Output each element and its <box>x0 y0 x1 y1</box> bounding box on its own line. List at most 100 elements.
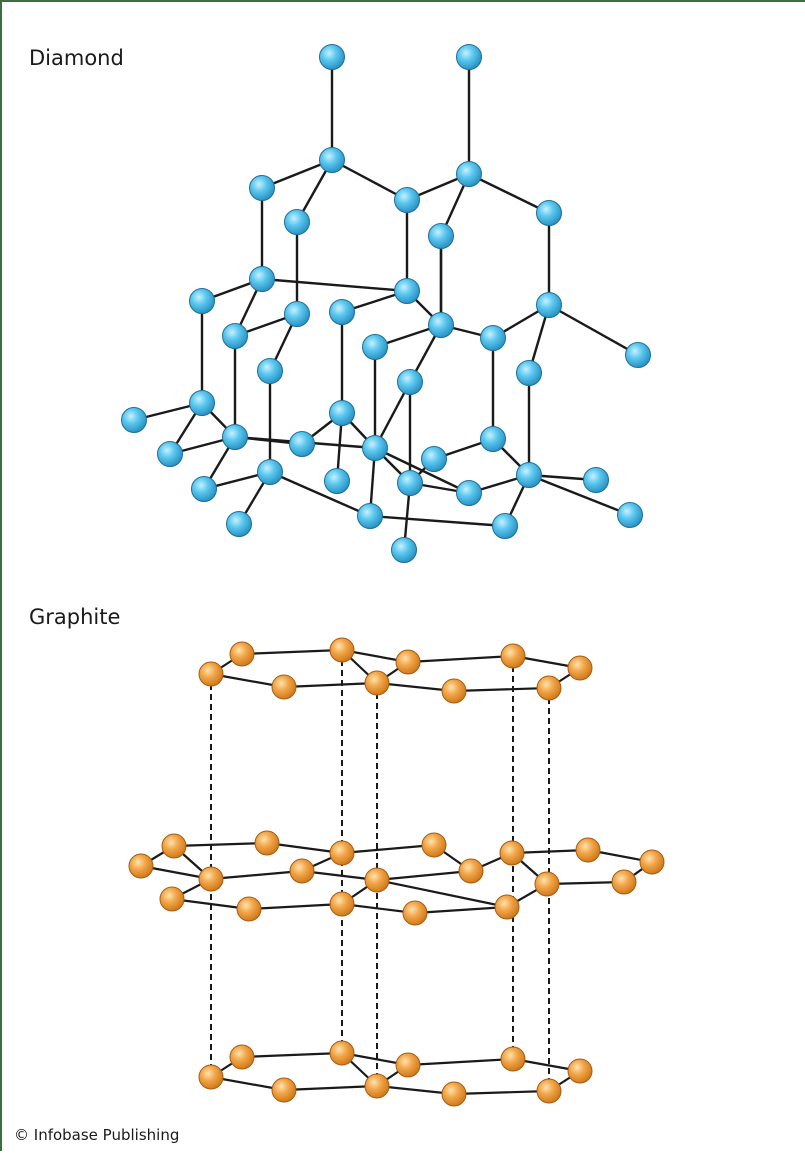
graphite-bond <box>407 1057 514 1067</box>
diamond-bond <box>369 514 506 528</box>
diamond-bond <box>261 277 408 293</box>
diamond-carbon-atom <box>329 299 355 325</box>
graphite-bond <box>407 654 514 664</box>
graphite-bond <box>376 878 508 909</box>
graphite-carbon-atom <box>254 830 280 856</box>
diamond-carbon-atom <box>536 200 562 226</box>
graphite-carbon-atom <box>536 1078 562 1104</box>
diamond-carbon-atom <box>480 426 506 452</box>
diamond-carbon-atom <box>536 292 562 318</box>
diamond-carbon-atom <box>284 209 310 235</box>
diamond-bond <box>374 446 470 495</box>
graphite-carbon-atom <box>567 1058 593 1084</box>
diamond-carbon-atom <box>456 480 482 506</box>
graphite-carbon-atom <box>500 643 526 669</box>
diamond-carbon-atom <box>329 400 355 426</box>
diamond-carbon-atom <box>428 223 454 249</box>
diamond-carbon-atom <box>480 325 506 351</box>
graphite-carbon-atom <box>441 1081 467 1107</box>
graphite-bond <box>210 869 303 881</box>
graphite-bond <box>341 843 435 855</box>
diamond-carbon-atom <box>289 431 315 457</box>
diamond-carbon-atom <box>394 278 420 304</box>
graphite-carbon-atom <box>575 837 601 863</box>
graphite-carbon-atom <box>236 896 262 922</box>
diamond-carbon-atom <box>492 513 518 539</box>
diamond-carbon-atom <box>357 503 383 529</box>
diamond-carbon-atom <box>394 187 420 213</box>
graphite-carbon-atom <box>329 891 355 917</box>
diamond-carbon-atom <box>397 369 423 395</box>
graphite-carbon-atom <box>567 655 593 681</box>
graphite-carbon-atom <box>159 886 185 912</box>
diamond-carbon-atom <box>284 301 310 327</box>
graphite-carbon-atom <box>536 675 562 701</box>
graphite-carbon-atom <box>198 1064 224 1090</box>
diamond-carbon-atom <box>324 468 350 494</box>
diamond-carbon-atom <box>516 462 542 488</box>
diamond-carbon-atom <box>191 476 217 502</box>
graphite-carbon-atom <box>458 858 484 884</box>
graphite-bond <box>376 1084 455 1096</box>
graphite-carbon-atom <box>271 1077 297 1103</box>
graphite-bond <box>283 1084 378 1092</box>
graphite-carbon-atom <box>329 1040 355 1066</box>
graphite-carbon-atom <box>611 869 637 895</box>
graphite-carbon-atom <box>364 1073 390 1099</box>
graphite-carbon-atom <box>229 641 255 667</box>
graphite-carbon-atom <box>534 871 560 897</box>
diamond-carbon-atom <box>257 358 283 384</box>
graphite-carbon-atom <box>421 832 447 858</box>
graphite-structure <box>128 637 665 1107</box>
diamond-title: Diamond <box>29 46 124 70</box>
graphite-carbon-atom <box>500 1046 526 1072</box>
diamond-bond <box>548 303 639 357</box>
diamond-carbon-atom <box>617 502 643 528</box>
graphite-bond <box>171 897 250 911</box>
diamond-carbon-atom <box>456 44 482 70</box>
graphite-carbon-atom <box>271 674 297 700</box>
diamond-carbon-atom <box>249 175 275 201</box>
graphite-carbon-atom <box>499 840 525 866</box>
graphite-bond <box>414 905 508 915</box>
diamond-carbon-atom <box>625 342 651 368</box>
graphite-carbon-atom <box>639 849 665 875</box>
graphite-carbon-atom <box>395 649 421 675</box>
diamond-carbon-atom <box>319 44 345 70</box>
graphite-bond <box>453 1089 550 1096</box>
diamond-carbon-atom <box>189 288 215 314</box>
diamond-carbon-atom <box>428 312 454 338</box>
diamond-bond <box>468 172 550 215</box>
graphite-carbon-atom <box>364 867 390 893</box>
graphite-bond <box>376 681 455 693</box>
graphite-title: Graphite <box>29 605 121 629</box>
graphite-carbon-atom <box>364 670 390 696</box>
diamond-carbon-atom <box>157 441 183 467</box>
graphite-carbon-atom <box>441 678 467 704</box>
graphite-bond <box>511 848 589 855</box>
diamond-bond <box>528 473 631 517</box>
graphite-carbon-atom <box>402 900 428 926</box>
graphite-carbon-atom <box>198 866 224 892</box>
diamond-carbon-atom <box>516 360 542 386</box>
diamond-carbon-atom <box>319 147 345 173</box>
graphite-bond <box>301 869 378 882</box>
graphite-carbon-atom <box>329 637 355 663</box>
graphite-bond <box>376 869 472 882</box>
graphite-carbon-atom <box>161 833 187 859</box>
graphite-carbon-atom <box>329 840 355 866</box>
diamond-carbon-atom <box>226 511 252 537</box>
graphite-carbon-atom <box>395 1052 421 1078</box>
diamond-carbon-atom <box>397 470 423 496</box>
graphite-bond <box>248 902 343 911</box>
diamond-carbon-atom <box>257 459 283 485</box>
graphite-carbon-atom <box>229 1044 255 1070</box>
graphite-carbon-atom <box>198 661 224 687</box>
diamond-carbon-atom <box>391 537 417 563</box>
diamond-carbon-atom <box>249 266 275 292</box>
diamond-carbon-atom <box>222 424 248 450</box>
diamond-carbon-atom <box>421 446 447 472</box>
diamond-carbon-atom <box>583 467 609 493</box>
